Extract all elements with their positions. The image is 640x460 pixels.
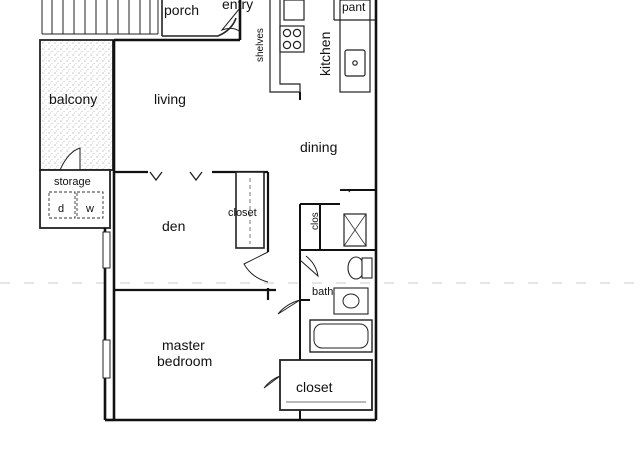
- master-bedroom-label-line1: master: [162, 337, 205, 353]
- bathtub-inner: [313, 323, 369, 349]
- den-bifold-door-left: [149, 171, 163, 182]
- master-door: [277, 299, 301, 315]
- washer-label: w: [85, 203, 94, 215]
- window-left-lower: [102, 339, 111, 379]
- living-label: living: [154, 91, 186, 107]
- balcony-label: balcony: [49, 91, 97, 107]
- den-label: den: [162, 218, 185, 234]
- hall-walls: [299, 189, 376, 300]
- sink: [342, 293, 360, 309]
- hall-closet-label: clos: [310, 212, 321, 230]
- bath-label: bath: [312, 286, 333, 298]
- toilet-tank: [361, 257, 373, 279]
- den-door: [243, 251, 269, 283]
- stairs: [41, 0, 159, 35]
- den-closet-label: closet: [228, 207, 257, 219]
- master-closet-door: [263, 375, 281, 389]
- dryer-box: [48, 191, 76, 219]
- shelves-label: shelves: [255, 28, 266, 62]
- entry-label: entry: [222, 0, 253, 12]
- washer-box: [76, 191, 104, 219]
- porch-label: porch: [164, 2, 199, 18]
- entry-door: [220, 7, 241, 33]
- den-bifold-door-right: [189, 171, 203, 182]
- storage-label: storage: [54, 176, 91, 188]
- dryer-label: d: [58, 203, 64, 215]
- pantry-label: pant: [342, 0, 366, 14]
- bath-door: [299, 255, 319, 278]
- balcony-door-swing: [59, 147, 81, 171]
- linen-x2: [343, 213, 367, 247]
- master-closet-label: closet: [296, 379, 333, 395]
- dining-label: dining: [300, 139, 337, 155]
- hall-closet-door: [339, 188, 351, 193]
- master-bedroom-label-line2: bedroom: [157, 353, 212, 369]
- kitchen-fixtures: [269, 0, 376, 93]
- window-left-upper: [102, 231, 111, 269]
- kitchen-label: kitchen: [317, 32, 333, 76]
